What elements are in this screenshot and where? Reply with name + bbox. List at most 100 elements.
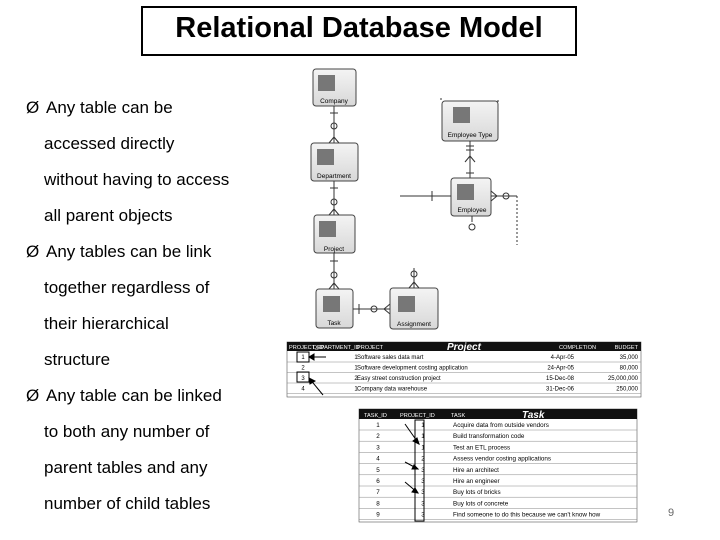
table-cell: 3 [376, 444, 380, 451]
relationship-line [328, 253, 340, 290]
entity-assignment: Assignment [389, 287, 439, 330]
slide-title: Relational Database Model [175, 12, 543, 44]
entity-employee-type: Employee Type [441, 100, 499, 142]
bullet-line: together regardless of [44, 278, 210, 297]
table-cell: 3 [421, 478, 425, 485]
table-cell: 4-Apr-05 [551, 355, 575, 361]
bullet-arrow-icon: Ø [26, 242, 40, 261]
highlight-box [296, 371, 310, 383]
table-header: PROJECT_ID [400, 413, 435, 419]
task-caption: Task [522, 410, 545, 421]
relationship-line [353, 303, 391, 315]
highlight-box [414, 419, 425, 522]
bullet-line: without having to access [44, 170, 230, 189]
table-cell: Hire an engineer [453, 478, 500, 485]
table-cell: 3 [421, 467, 425, 474]
table-cell: 24-Apr-05 [547, 366, 574, 372]
table-cell: 1 [301, 355, 305, 361]
table-cell: 1 [421, 444, 425, 451]
table-cell: 1 [421, 433, 425, 440]
table-header: PROJECT [357, 345, 384, 351]
table-cell: 1 [354, 355, 358, 361]
table-cell: Test an ETL process [453, 444, 510, 451]
table-cell: 3 [421, 500, 425, 507]
table-cell: 250,000 [616, 387, 638, 393]
entity-label: Employee Type [448, 132, 493, 139]
entity-label: Company [320, 98, 349, 105]
table-cell: 35,000 [620, 355, 639, 361]
table-cell: 3 [421, 489, 425, 496]
table-cell: 6 [376, 478, 380, 485]
table-cell: 9 [376, 512, 380, 519]
table-header: BUDGET [615, 345, 639, 351]
table-header: COMPLETION [559, 345, 596, 351]
bullet-line: accessed directly [44, 134, 175, 153]
pointer-arrow [404, 423, 420, 494]
table-header: TASK [451, 413, 465, 419]
relationship-line [328, 181, 340, 216]
table-cell: 5 [376, 467, 380, 474]
relationship-line [468, 216, 476, 231]
bullet-line: parent tables and any [44, 458, 208, 477]
table-cell: Software sales data mart [357, 355, 424, 361]
entity-label: Department [317, 173, 351, 180]
page-number: 9 [668, 507, 675, 519]
table-header: PROJECT_ID [289, 345, 324, 351]
table-cell: 2 [421, 456, 425, 463]
entity-label: Employee [458, 207, 487, 214]
table-cell: 1 [421, 422, 425, 429]
table-cell: 80,000 [620, 366, 639, 372]
table-cell: 15-Dec-08 [546, 376, 575, 382]
bullet-line: structure [44, 350, 111, 369]
table-cell: 4 [301, 387, 305, 393]
entity-label: Assignment [397, 321, 431, 328]
table-cell: 1 [376, 422, 380, 429]
table-cell: Easy street construction project [357, 376, 441, 382]
entity-employee: Employee [450, 177, 492, 217]
table-cell: Buy lots of bricks [453, 489, 501, 496]
table-header: TASK_ID [364, 413, 387, 419]
relationship-line [464, 141, 476, 178]
bullet-arrow-icon: Ø [26, 386, 40, 405]
table-cell: Find someone to do this because we can't… [453, 512, 601, 519]
entity-department: Department [310, 142, 359, 182]
table-cell: Assess vendor costing applications [453, 456, 551, 463]
table-cell: 25,000,000 [608, 376, 639, 382]
table-cell: Software development costing application [357, 366, 468, 372]
table-cell: 2 [376, 433, 380, 440]
table-cell: 8 [376, 500, 380, 507]
relationship-line [400, 191, 451, 201]
bullet-line: all parent objects [44, 206, 173, 225]
table-cell: 3 [301, 376, 305, 382]
table-cell: 4 [376, 456, 380, 463]
entity-label: Task [327, 320, 341, 327]
relationship-line [440, 98, 518, 245]
table-cell: 31-Dec-06 [546, 387, 575, 393]
table-cell: 3 [421, 512, 425, 519]
table-cell: 2 [354, 376, 358, 382]
title-box: Relational Database Model [141, 6, 577, 56]
entity-company: Company [312, 68, 357, 107]
table-cell: Hire an architect [453, 467, 499, 474]
bullet-arrow-icon: Ø [26, 98, 40, 117]
table-cell: Build transformation code [453, 433, 525, 440]
table-cell: 1 [354, 366, 358, 372]
bullet-line: number of child tables [44, 494, 211, 513]
table-cell: 2 [301, 366, 305, 372]
bullet-line: to both any number of [44, 422, 210, 441]
table-cell: 7 [376, 489, 380, 496]
relationship-line [408, 268, 420, 289]
relationship-line [328, 106, 340, 144]
table-cell: Buy lots of concrete [453, 500, 509, 507]
table-header: DEPARTMENT_ID [313, 345, 360, 351]
table-cell: Company data warehouse [357, 387, 428, 393]
table-cell: 1 [354, 387, 358, 393]
table-cell: Acquire data from outside vendors [453, 422, 549, 429]
entity-label: Project [324, 246, 344, 253]
project-caption: Project [447, 342, 482, 353]
